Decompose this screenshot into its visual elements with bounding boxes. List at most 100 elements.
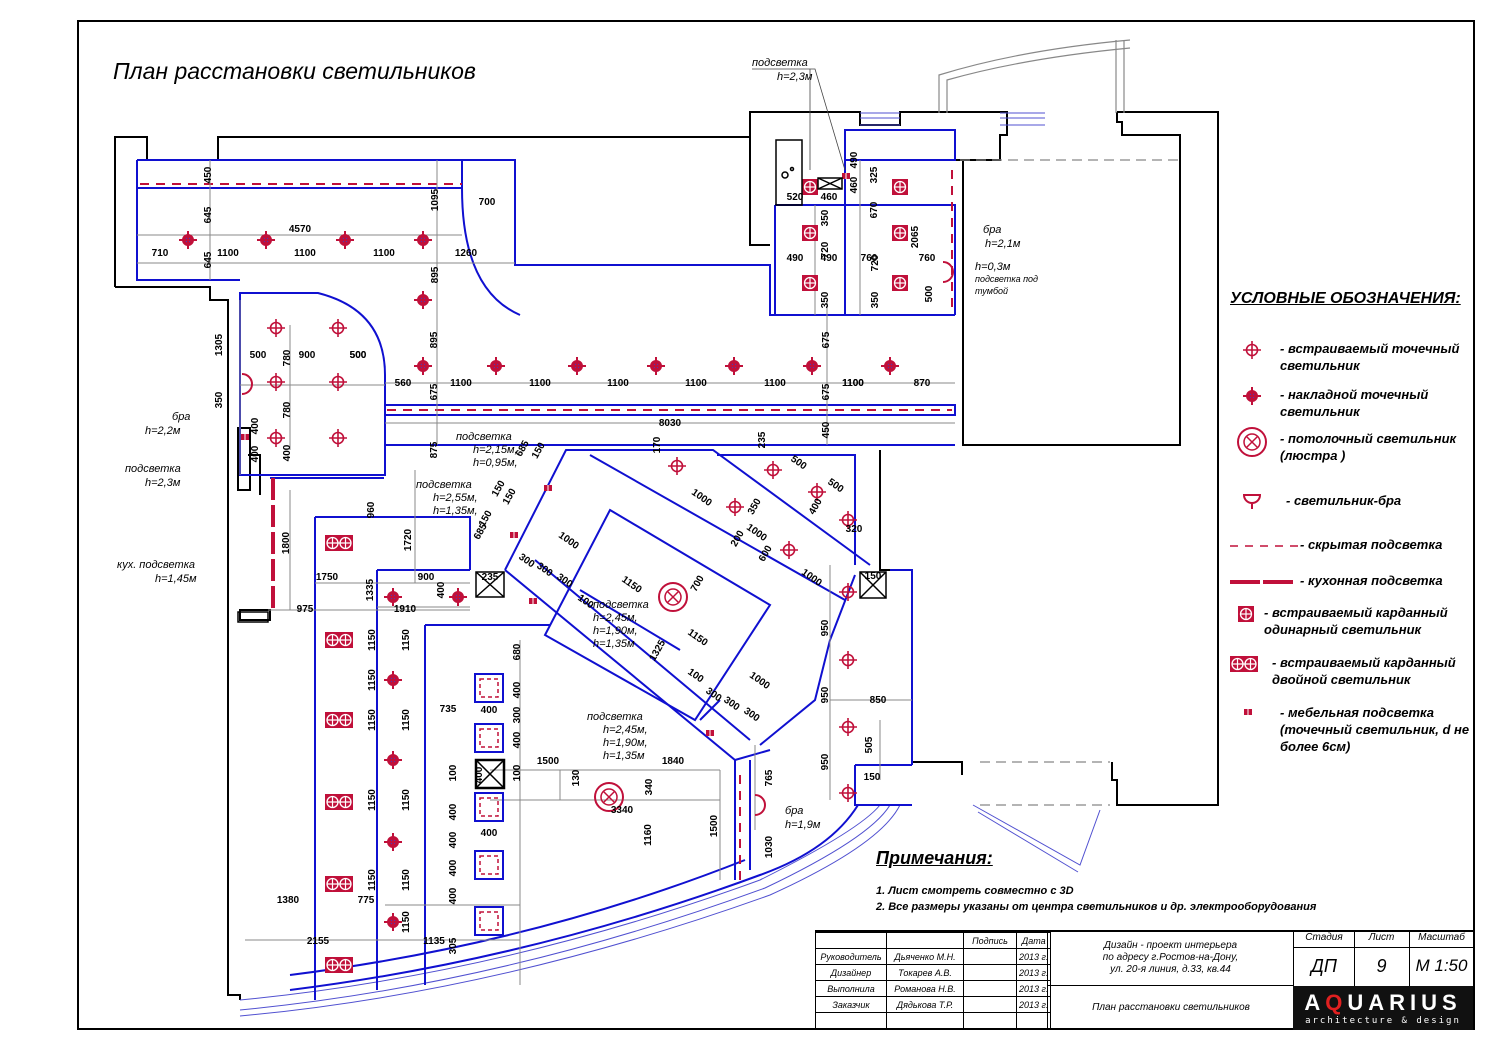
scale-cell: Масштаб М 1:50 [1409,932,1474,986]
annotations: подсветка h=2,3м бра h=2,1м h=0,3м подсв… [117,57,1038,831]
sign-cell [963,980,1017,997]
annotation-diag-light-1-h2: h=0,95м, [473,457,518,469]
signatures-table: Подпись Дата Руководитель Дьяченко М.Н. … [815,932,1052,1029]
date-cell: 2013 г. [1015,996,1052,1013]
downlight-square-icon [474,906,504,936]
legend-label: - кухонная подсветка [1300,573,1443,588]
chandelier-icon [1237,427,1267,457]
dimension-label: 500 [788,454,808,473]
dimension-label: 1500 [537,756,560,767]
stage-label: Стадия [1294,932,1354,948]
scale-value: М 1:50 [1415,956,1468,975]
annotation-top-light: подсветка [752,57,808,69]
date-header: Дата [1015,932,1052,949]
dimension-label: 1100 [294,248,316,259]
dimension-label: 350 [820,209,831,226]
dimension-label: 450 [821,421,832,438]
annotation-top-light-h: h=2,3м [777,71,813,83]
dimension-label: 2065 [910,225,921,248]
dimension-label: 100 [448,764,459,781]
dimension-label: 500 [350,350,367,361]
table-row: Дизайнер Токарев А.В. 2013 г. [815,964,1052,981]
dimension-label: 700 [479,197,496,208]
furniture [237,139,887,790]
table-row: Выполнила Романова Н.В. 2013 г. [815,980,1052,997]
dimension-label: 870 [914,378,931,389]
annotation-mid-light-2-h2: h=1,90м, [603,737,648,749]
project-line: Дизайн - проект интерьера [1103,940,1238,951]
dimension-label: 960 [366,501,377,518]
annotation-left-light-h: h=2,3м [145,477,181,489]
kitchen-lighting-icon [1230,580,1294,584]
dimension-label: 1750 [316,572,339,583]
legend-label: - встраиваемый точечный светильник [1280,341,1460,373]
dimension-label: 1150 [401,709,412,731]
annotation-right-sconce-h: h=1,9м [785,819,821,831]
fixtures [178,172,954,974]
furniture-light-icon [528,597,538,605]
dimension-label: 8030 [659,418,682,429]
annotation-diag-light-2-h2: h=1,35м, [433,505,478,517]
dimension-label: 1150 [367,669,378,691]
sign-cell [963,964,1017,981]
dimension-label: 720 [870,254,881,271]
dimension-label: 1000 [556,530,581,552]
gimbal-single-icon [891,178,909,196]
logo-text-accent: Q [1325,990,1348,1015]
recessed-spot-icon [667,456,687,476]
dimension-label: 895 [429,331,440,348]
sign-cell [963,948,1017,965]
annotation-bath-under: подсветка под [975,274,1038,284]
dimension-label: 450 [203,166,214,183]
surface-spot-icon [383,912,403,932]
downlight-square-icon [474,673,504,703]
note-item: 2. Все размеры указаны от центра светиль… [876,901,1317,913]
annotation-diag-light-1: подсветка [456,431,512,443]
gimbal-double-icon [1229,655,1259,673]
dimension-label: 950 [820,619,831,636]
annotation-diag-light-2: подсветка [416,479,472,491]
project-line: ул. 20-я линия, д.33, кв.44 [1110,964,1231,975]
annotation-bath-under-2: тумбой [975,286,1008,296]
gimbal-double-icon [324,956,354,974]
annotation-bath-sconce-h: h=2,1м [985,238,1021,250]
dimension-label: 675 [821,331,832,348]
recessed-spot-icon [266,428,286,448]
name-cell: Дядькова Т.Р. [886,996,964,1013]
dimension-label: 400 [807,496,825,516]
recessed-spot-icon [725,497,745,517]
recessed-spot-icon [328,428,348,448]
empty-cell [963,1012,1017,1029]
dimension-label: 1100 [217,248,239,259]
gimbal-single-icon [801,274,819,292]
balcony [938,39,1180,806]
dimension-label: 900 [418,572,435,583]
annotation-right-sconce: бра [785,805,803,817]
dimension-label: 875 [429,441,440,458]
annotation-mid-light-1-h1: h=2,45м, [593,612,638,624]
dimension-label: 100 [512,764,523,781]
annotation-left-sconce-h: h=2,2м [145,425,181,437]
dimension-label: 1100 [842,378,864,389]
surface-spot-icon [880,356,900,376]
surface-spot-icon [383,750,403,770]
title-block: Подпись Дата Руководитель Дьяченко М.Н. … [815,930,1474,1030]
recessed-spot-icon [838,650,858,670]
dimension-label: 460 [821,192,838,203]
furniture-light-icon [1243,708,1253,716]
dimension-label: 320 [846,524,863,535]
dimension-label: 850 [870,695,887,706]
walls [114,111,1219,1000]
windows [239,112,1101,1017]
wall-sconce-icon [1242,494,1262,509]
dimension-label: 1150 [619,574,643,596]
dimension-label: 1720 [403,528,414,551]
dimension-label: 300 [741,706,761,725]
dimension-label: 235 [482,572,499,583]
empty-cell [815,932,887,949]
dimension-label: 305 [448,937,459,954]
legend-label: - светильник-бра [1286,493,1402,508]
notes: Примечания: 1. Лист смотреть совместно с… [876,848,1316,915]
dimension-label: 4570 [289,224,312,235]
annotation-mid-light-1: подсветка [593,599,649,611]
